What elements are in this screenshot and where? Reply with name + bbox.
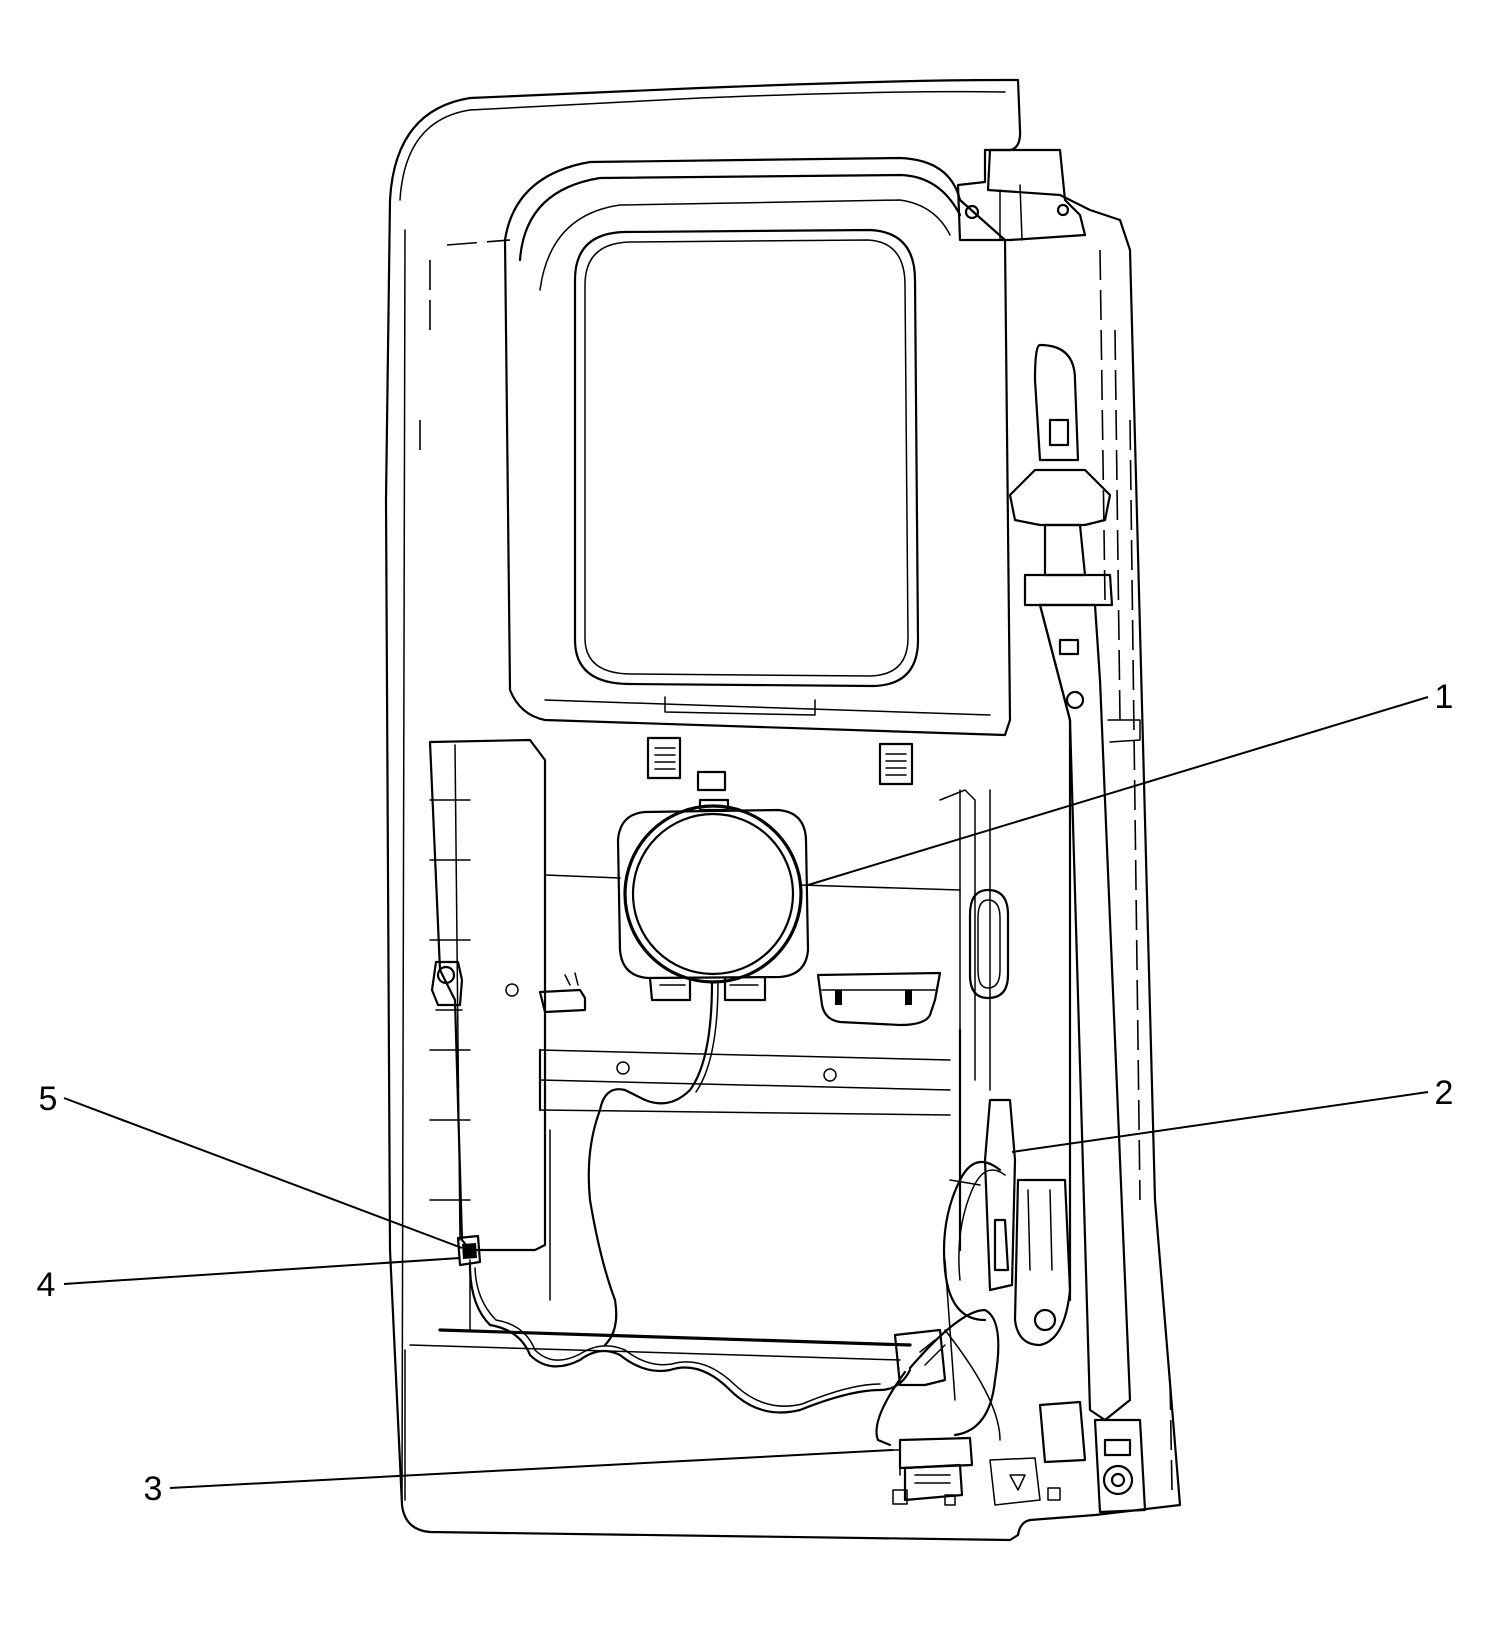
- seat-belt-retractor: [983, 1098, 1072, 1347]
- callout-leaders: [63, 696, 1429, 1489]
- pin-connector: [538, 972, 587, 1014]
- item-4-5-connector: [456, 1234, 482, 1267]
- leader-1: [807, 696, 1429, 886]
- door-outer-panel: [384, 78, 1182, 1542]
- upper-hinge: [956, 148, 1087, 242]
- wiring-harness: [468, 980, 1006, 1447]
- callout-1: 1: [1435, 678, 1454, 716]
- door-latch-left: [430, 960, 464, 1011]
- side-slot: [968, 888, 1010, 1000]
- leader-2: [1011, 1091, 1429, 1153]
- leader-3: [169, 1449, 894, 1489]
- callout-2: 2: [1435, 1074, 1454, 1112]
- callout-labels: 1 2 3 4 5: [37, 678, 1454, 1508]
- lower-hinge: [989, 1400, 1147, 1514]
- callout-3: 3: [144, 1470, 163, 1508]
- leader-4: [63, 1257, 461, 1285]
- seat-belt-assembly: [1008, 343, 1141, 1422]
- callout-5: 5: [39, 1080, 58, 1118]
- leader-5: [63, 1097, 463, 1249]
- door-inner-panel: [428, 738, 991, 1252]
- item-3-module: [889, 1328, 1001, 1506]
- lower-panel: [404, 1129, 956, 1501]
- window-clips: [646, 736, 914, 792]
- window-glass: [573, 228, 920, 688]
- door-handle-pocket: [816, 971, 942, 1027]
- speaker: [616, 798, 810, 1002]
- window-frame: [446, 156, 1012, 737]
- callout-4: 4: [37, 1266, 56, 1304]
